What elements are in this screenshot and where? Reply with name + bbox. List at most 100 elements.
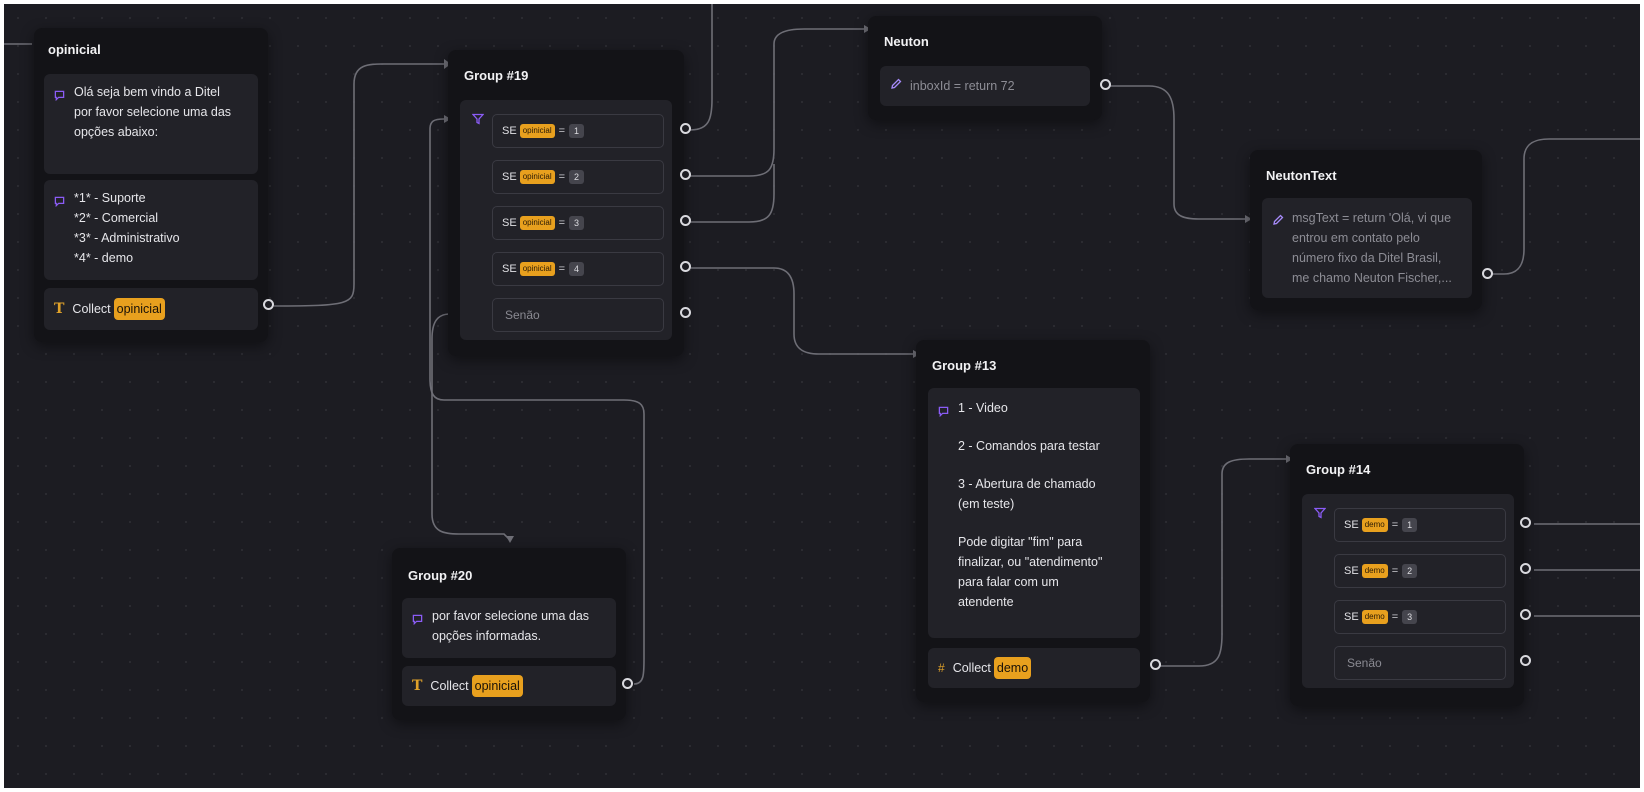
group-opinicial[interactable]: opinicial Olá seja bem vindo a Ditel por…	[34, 28, 268, 342]
condition-keyword: SE	[502, 217, 517, 229]
message-line: *4* - demo	[74, 251, 134, 265]
message-line: (em teste)	[958, 497, 1015, 511]
else-item[interactable]: Senão	[1334, 646, 1506, 680]
edge-group19-cond3-join	[690, 164, 775, 223]
group-19[interactable]: Group #19 SE opinicial = 1 SE opinicial …	[448, 50, 684, 356]
group-title: Group #20	[408, 568, 473, 583]
output-port[interactable]	[263, 299, 274, 310]
arrowhead-group20	[506, 536, 514, 543]
condition-value: 3	[569, 216, 585, 230]
set-variable-block[interactable]: msgText = return 'Olá, vi que entrou em …	[1262, 198, 1472, 298]
edge-group19-cond1-to-top	[689, 4, 713, 131]
variable-pill: demo	[1361, 564, 1388, 578]
message-line: 3 - Abertura de chamado	[958, 477, 1096, 491]
variable-pill: demo	[993, 657, 1032, 679]
output-port[interactable]	[1520, 655, 1531, 666]
group-title: Group #19	[464, 68, 529, 83]
condition-operator: =	[1391, 565, 1399, 577]
hash-icon: #	[938, 661, 945, 675]
group-14[interactable]: Group #14 SE demo = 1 SE demo = 2 SE dem…	[1290, 444, 1524, 706]
output-port[interactable]	[1100, 79, 1111, 90]
output-port[interactable]	[1150, 659, 1161, 670]
message-line: *3* - Administrativo	[74, 231, 180, 245]
variable-pill: demo	[1361, 518, 1388, 532]
collect-block[interactable]: T Collect opinicial	[402, 666, 616, 706]
condition-operator: =	[1391, 519, 1399, 531]
condition-item[interactable]: SE opinicial = 3	[492, 206, 664, 240]
group-20[interactable]: Group #20 por favor selecione uma das op…	[392, 548, 626, 720]
message-line: por favor selecione uma das	[74, 105, 232, 119]
collect-block[interactable]: # Collect demo	[928, 648, 1140, 688]
message-line: *1* - Suporte	[74, 191, 146, 205]
condition-item[interactable]: SE demo = 2	[1334, 554, 1506, 588]
set-variable-text: inboxId = return 72	[910, 79, 1015, 93]
message-line: para falar com um	[958, 575, 1059, 589]
condition-keyword: SE	[502, 263, 517, 275]
message-block[interactable]: Olá seja bem vindo a Ditel por favor sel…	[44, 74, 258, 174]
variable-pill: opinicial	[519, 216, 555, 230]
output-port[interactable]	[1520, 609, 1531, 620]
condition-block[interactable]: SE opinicial = 1 SE opinicial = 2 SE opi…	[460, 100, 672, 340]
output-port[interactable]	[680, 123, 691, 134]
else-item[interactable]: Senão	[492, 298, 664, 332]
output-port[interactable]	[1520, 517, 1531, 528]
collect-label: Collect	[430, 679, 469, 693]
set-variable-line: entrou em contato pelo	[1292, 231, 1420, 245]
condition-keyword: SE	[502, 125, 517, 137]
condition-item[interactable]: SE opinicial = 4	[492, 252, 664, 286]
group-neutontext[interactable]: NeutonText msgText = return 'Olá, vi que…	[1250, 150, 1482, 310]
set-variable-line: msgText = return 'Olá, vi que	[1292, 211, 1452, 225]
output-port[interactable]	[680, 169, 691, 180]
message-block[interactable]: *1* - Suporte *2* - Comercial *3* - Admi…	[44, 180, 258, 280]
variable-pill: opinicial	[519, 124, 555, 138]
pencil-icon	[1272, 212, 1284, 232]
condition-item[interactable]: SE demo = 1	[1334, 508, 1506, 542]
group-neuton[interactable]: Neuton inboxId = return 72	[868, 16, 1102, 120]
collect-label: Collect	[72, 302, 111, 316]
group-title: Group #13	[932, 358, 997, 373]
message-line: Pode digitar "fim" para	[958, 535, 1083, 549]
text-t-icon: T	[412, 678, 423, 694]
condition-keyword: SE	[1344, 565, 1359, 577]
message-block[interactable]: 1 - Video 2 - Comandos para testar 3 - A…	[928, 388, 1140, 638]
group-13[interactable]: Group #13 1 - Video 2 - Comandos para te…	[916, 340, 1150, 702]
chat-bubble-icon	[54, 193, 65, 213]
variable-pill: opinicial	[471, 675, 523, 697]
funnel-icon	[471, 112, 485, 130]
edge-group13-to-group14	[1160, 458, 1289, 667]
output-port[interactable]	[680, 307, 691, 318]
condition-block[interactable]: SE demo = 1 SE demo = 2 SE demo = 3 Senã…	[1302, 494, 1514, 688]
output-port[interactable]	[680, 261, 691, 272]
output-port[interactable]	[680, 215, 691, 226]
output-port[interactable]	[1482, 268, 1493, 279]
else-label: Senão	[505, 308, 540, 322]
message-line: opções abaixo:	[74, 125, 159, 139]
flow-canvas[interactable]: opinicial Olá seja bem vindo a Ditel por…	[4, 4, 1640, 788]
condition-item[interactable]: SE opinicial = 2	[492, 160, 664, 194]
condition-item[interactable]: SE demo = 3	[1334, 600, 1506, 634]
condition-keyword: SE	[1344, 519, 1359, 531]
collect-label: Collect	[952, 661, 991, 675]
set-variable-block[interactable]: inboxId = return 72	[880, 66, 1090, 106]
text-t-icon: T	[54, 301, 65, 317]
message-line: 1 - Video	[958, 401, 1008, 415]
edge-group19-cond2-to-neuton	[690, 28, 866, 177]
message-block[interactable]: por favor selecione uma das opções infor…	[402, 598, 616, 658]
message-line: Olá seja bem vindo a Ditel	[74, 85, 220, 99]
collect-block[interactable]: T Collect opinicial	[44, 288, 258, 330]
condition-operator: =	[558, 171, 566, 183]
condition-operator: =	[1391, 611, 1399, 623]
group-title: opinicial	[48, 42, 101, 57]
edge-group19-cond4-to-group13	[690, 267, 916, 355]
condition-value: 1	[569, 124, 585, 138]
condition-item[interactable]: SE opinicial = 1	[492, 114, 664, 148]
chat-bubble-icon	[938, 403, 949, 423]
condition-value: 1	[1402, 518, 1418, 532]
message-line: por favor selecione uma das	[432, 609, 590, 623]
condition-value: 2	[569, 170, 585, 184]
condition-operator: =	[558, 263, 566, 275]
group-title: Group #14	[1306, 462, 1371, 477]
output-port[interactable]	[622, 678, 633, 689]
group-title: Neuton	[884, 34, 929, 49]
output-port[interactable]	[1520, 563, 1531, 574]
